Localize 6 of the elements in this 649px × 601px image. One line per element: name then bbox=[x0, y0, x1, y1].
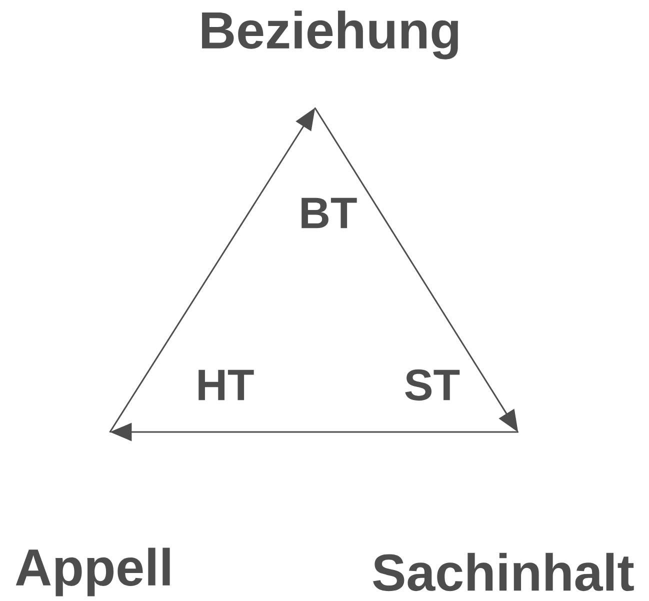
side-label: HT bbox=[198, 370, 254, 400]
corner-label: Sachinhalt bbox=[373, 552, 634, 592]
corner-label: Beziehung bbox=[202, 10, 458, 60]
side-label: ST bbox=[405, 369, 460, 401]
side-label: BT bbox=[302, 198, 357, 228]
corner-label: Appell bbox=[16, 548, 170, 596]
